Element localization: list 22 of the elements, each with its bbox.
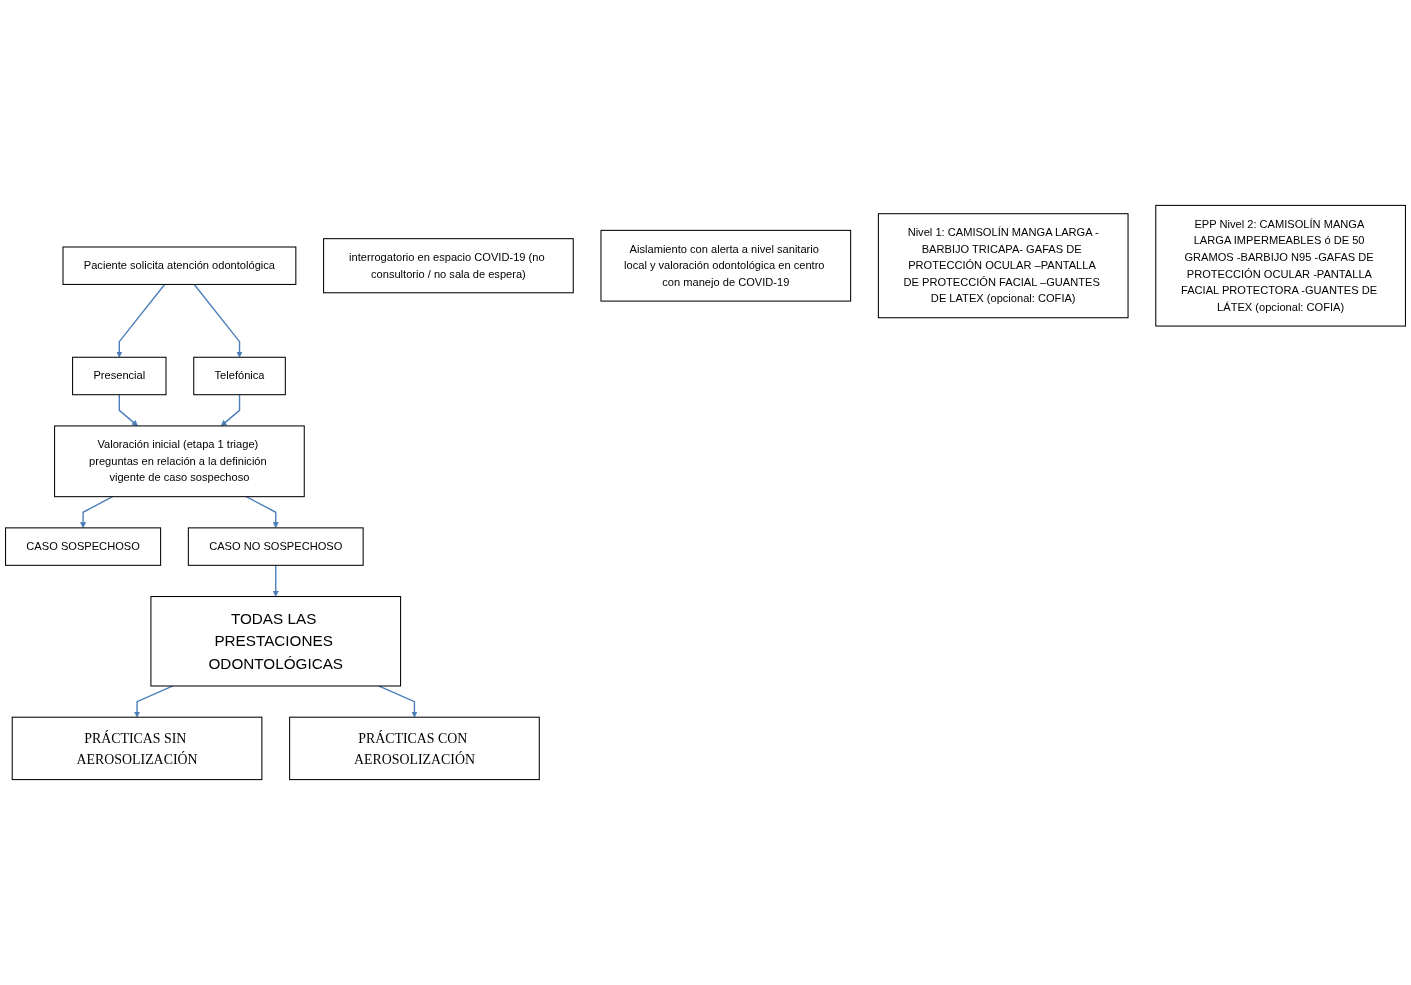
node-box: Presencial: [72, 356, 167, 396]
node-box: CASO SOSPECHOSO: [5, 527, 162, 566]
node-box: Aislamiento con alerta a nivel sanitario local y valoración odontológica en centro con manejo de COVID-19: [600, 229, 852, 302]
node-box: CASO NO SOSPECHOSO: [187, 527, 364, 566]
arrow: [272, 564, 279, 597]
node-box: TODAS LAS PRESTACIONES ODONTOLÓGICAS: [150, 596, 402, 687]
arrow: [134, 685, 174, 718]
node-box: interrogatorio en espacio COVID-19 (no consultorio / no sala de espera): [323, 238, 574, 294]
arrow: [116, 283, 166, 358]
node-box: EPP Nivel 2: CAMISOLÍN MANGA LARGA IMPERMEABLES ó DE 50 GRAMOS -BARBIJO N95 -GAFAS DE PROTECCIÓN OCULAR -PANTALLA FACIAL PROTECTORA -GUANTES DE LÁTEX (opcional: COFIA): [1155, 204, 1406, 327]
arrow: [377, 685, 418, 718]
arrow: [193, 283, 243, 358]
node-box: Nivel 1: CAMISOLÍN MANGA LARGA -BARBIJO TRICAPA- GAFAS DE PROTECCIÓN OCULAR –PANTALLA DE PROTECCIÓN FACIAL –GUANTES DE LATEX (opcional: COFIA): [877, 213, 1129, 319]
arrow: [245, 495, 279, 529]
node-box: Paciente solicita atención odontológica: [62, 246, 297, 285]
node-box: PRÁCTICAS CON AEROSOLIZACIÓN: [289, 716, 540, 781]
node-box: Telefónica: [193, 356, 286, 396]
node-box: PRÁCTICAS SIN AEROSOLIZACIÓN: [11, 716, 263, 781]
arrow: [118, 394, 138, 427]
arrow: [220, 394, 241, 427]
arrow: [80, 495, 114, 529]
node-box: Valoración inicial (etapa 1 triage) preguntas en relación a la definición vigente de caso sospechoso: [54, 425, 305, 498]
